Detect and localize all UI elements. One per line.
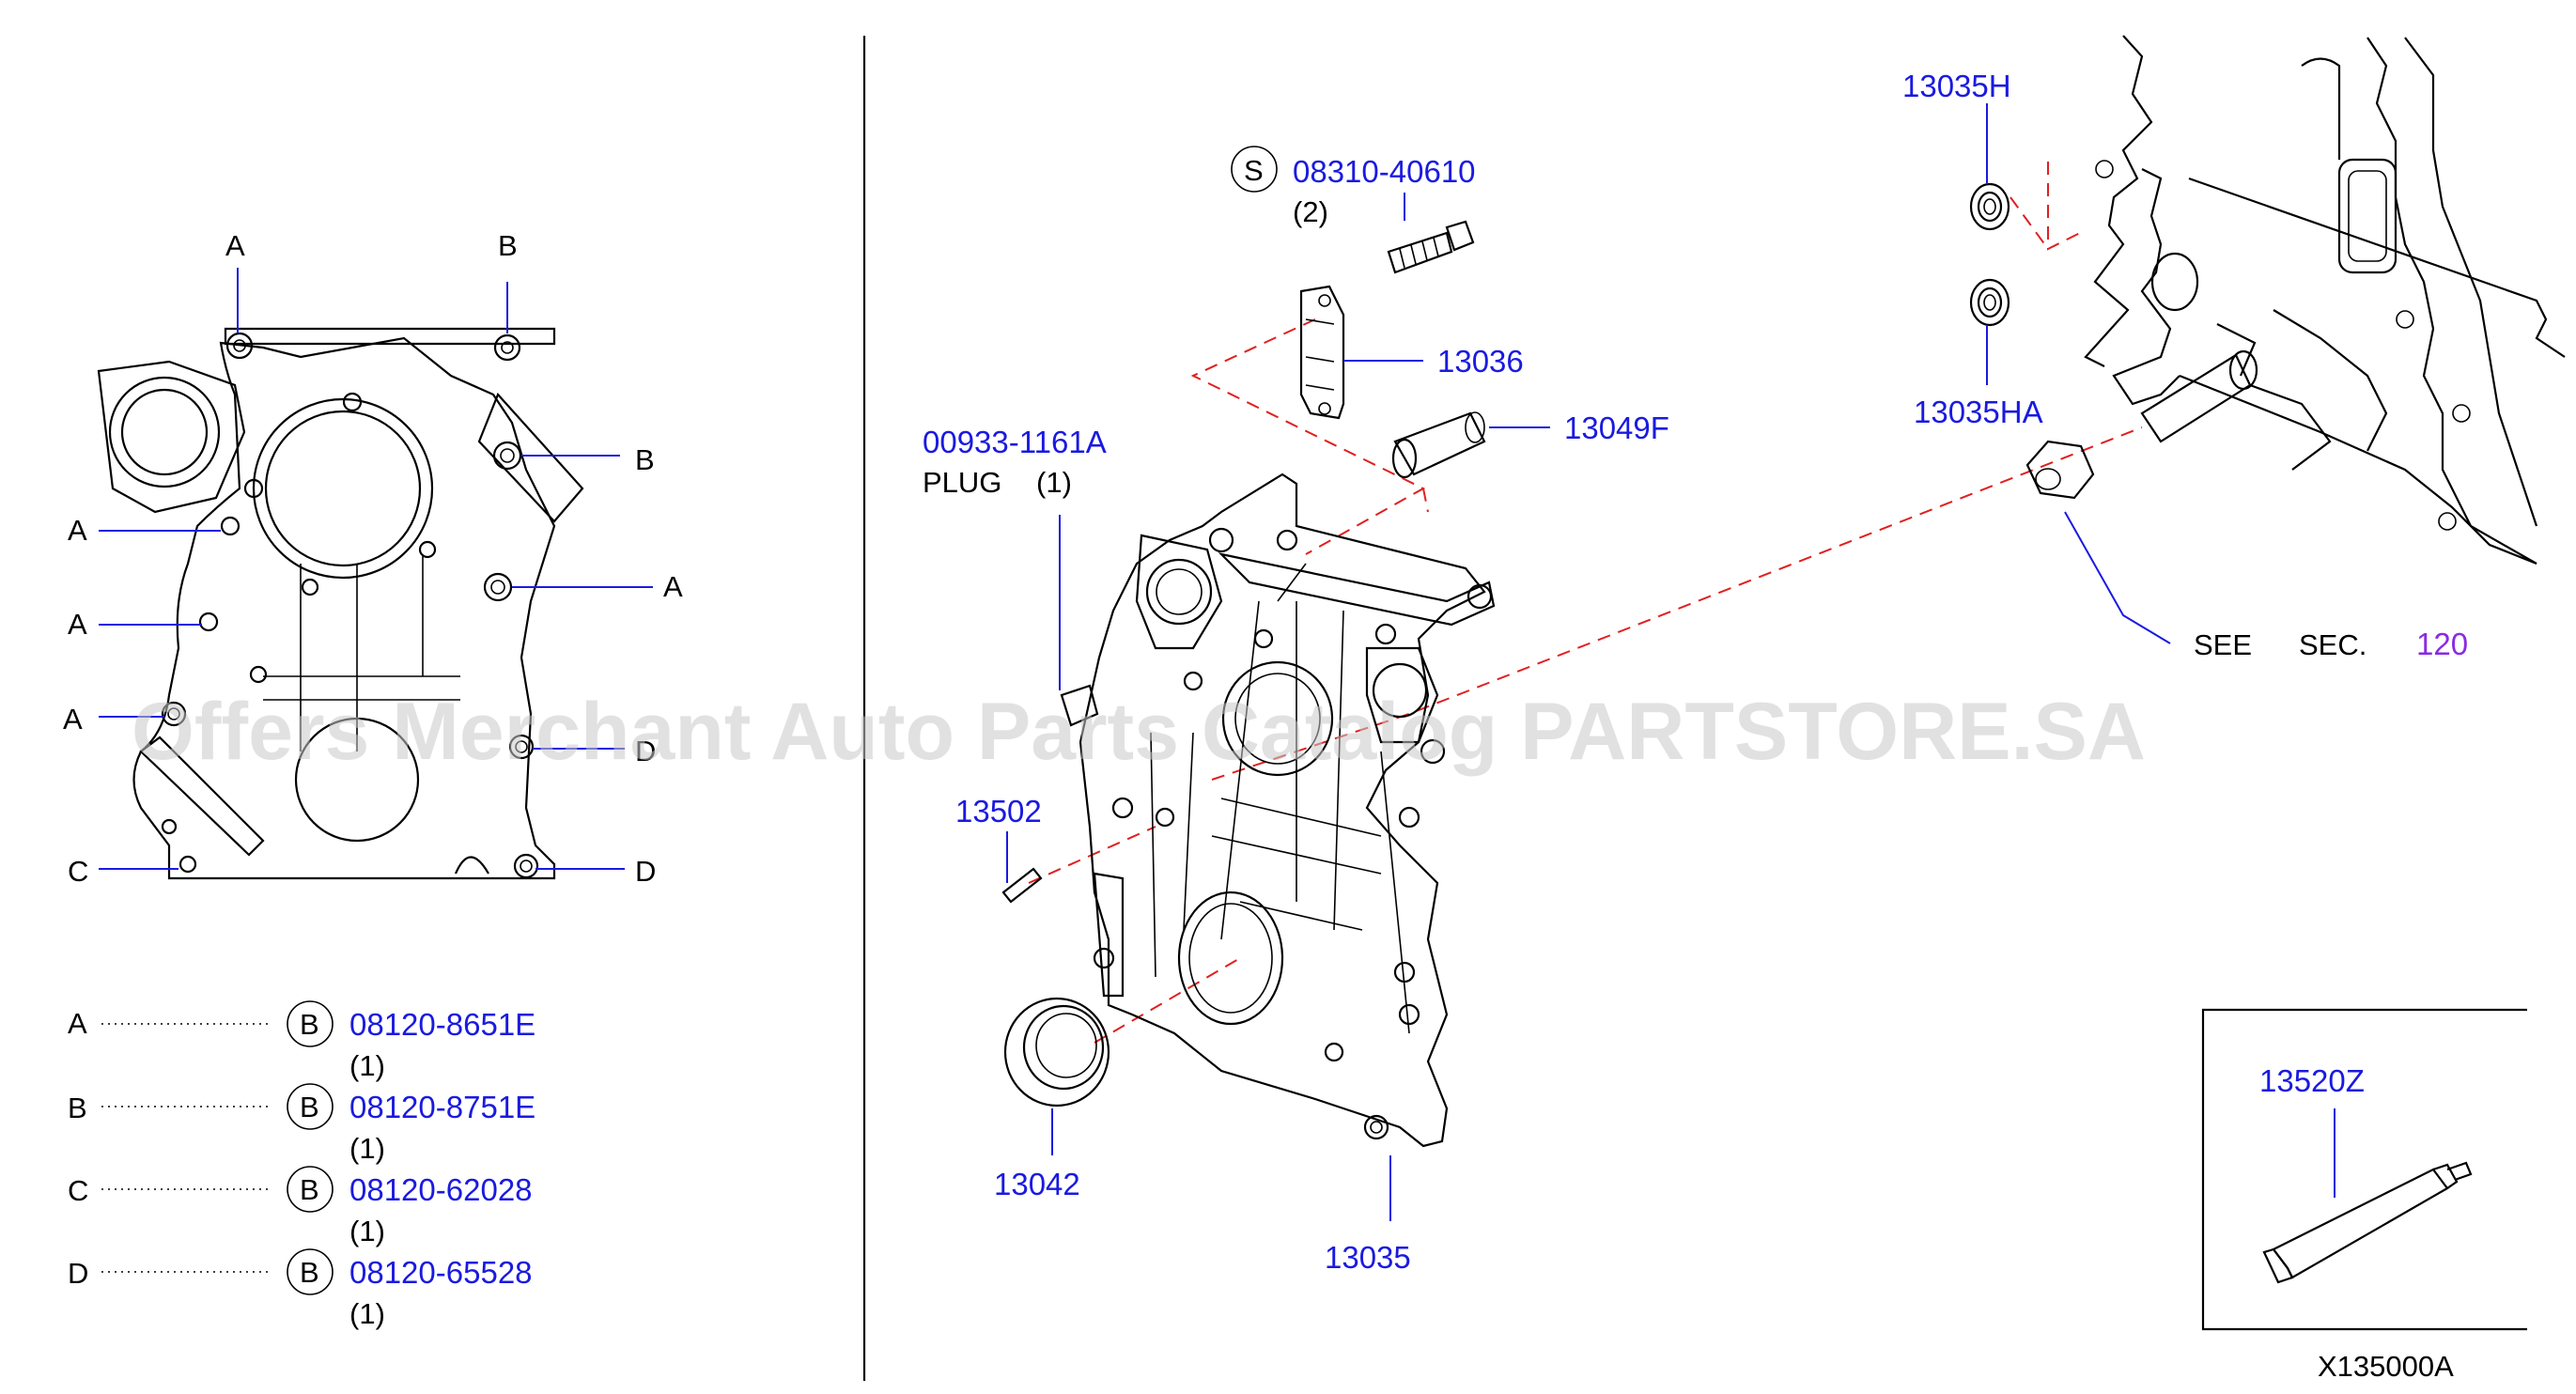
oil-seal-icon[interactable] [1003, 997, 1110, 1107]
callout-d-mid: D [635, 735, 656, 767]
callout-a-top: A [225, 229, 245, 262]
bracket-part-number[interactable]: 13036 [1437, 344, 1524, 379]
grommet-upper-part-number[interactable]: 13035H [1902, 69, 2011, 103]
front-cover-part-number[interactable]: 13035 [1325, 1240, 1411, 1275]
dowel-part-number[interactable]: 13049F [1564, 410, 1669, 445]
plug-icon[interactable] [1060, 684, 1099, 727]
nut-icon[interactable] [2025, 440, 2095, 500]
screw-qty: (2) [1293, 195, 1328, 228]
detail-callout-leaders [99, 268, 653, 870]
oil-seal-part-number[interactable]: 13042 [994, 1167, 1080, 1201]
bolt-symbol-icon [287, 1083, 334, 1130]
legend-qty: (1) [349, 1215, 385, 1247]
legend-part-number[interactable]: 08120-62028 [349, 1172, 533, 1207]
callout-a-left-1: A [68, 514, 87, 547]
sealant-tube-icon[interactable] [2262, 1161, 2473, 1284]
see-label: SEE [2194, 628, 2252, 661]
part-leaders [1006, 103, 2335, 1221]
legend-letter: D [68, 1257, 88, 1290]
bolt-symbol-icon [287, 1166, 334, 1213]
legend-part-number[interactable]: 08120-8651E [349, 1007, 535, 1042]
bolt-symbol-icon [287, 1000, 334, 1047]
sec-label: SEC. [2299, 628, 2367, 661]
callout-a-left-2: A [68, 608, 87, 641]
callout-d-bottom: D [635, 855, 656, 888]
plug-qty: (1) [1036, 466, 1072, 499]
legend-letter: C [68, 1174, 88, 1207]
legend-letter: B [68, 1092, 87, 1124]
grommet-lower-part-number[interactable]: 13035HA [1914, 395, 2043, 429]
grommet-lower-icon[interactable] [1969, 278, 2010, 327]
front-cover-13035[interactable] [1079, 472, 1496, 1148]
screw-symbol-icon [1231, 146, 1278, 193]
legend-qty: (1) [349, 1297, 385, 1330]
section-number-link[interactable]: 120 [2416, 627, 2468, 661]
callout-b-top: B [498, 229, 518, 262]
legend-qty: (1) [349, 1132, 385, 1165]
grommet-upper-icon[interactable] [1969, 182, 2010, 231]
legend-row-c: C B 08120-62028 (1) [68, 1166, 533, 1247]
callout-a-right: A [663, 570, 683, 603]
legend-letter: A [68, 1007, 87, 1040]
bolt-symbol-letter: B [300, 1091, 319, 1123]
legend-qty: (1) [349, 1049, 385, 1082]
dowel-sleeve-icon[interactable] [1391, 411, 1486, 479]
sealant-inset-box: 13520Z [2201, 1008, 2527, 1331]
screw-symbol-letter: S [1244, 154, 1264, 187]
plug-label: PLUG [923, 466, 1001, 499]
bolt-symbol-icon [287, 1248, 334, 1295]
legend-part-number[interactable]: 08120-65528 [349, 1255, 533, 1290]
bolt-symbol-letter: B [300, 1173, 319, 1206]
engine-block-section [2084, 35, 2566, 565]
bolt-symbol-letter: B [300, 1008, 319, 1041]
watermark-text: Offers Merchant Auto Parts Catalog PARTS… [132, 687, 2146, 777]
legend-row-b: B B 08120-8751E (1) [68, 1083, 535, 1165]
bolt-legend: A B 08120-8651E (1) B B 08120-8751E (1) … [68, 1000, 535, 1330]
bracket-icon[interactable] [1299, 285, 1345, 420]
pin-icon[interactable] [1001, 867, 1043, 904]
screw-icon[interactable] [1387, 220, 1475, 274]
legend-row-d: D B 08120-65528 (1) [68, 1248, 533, 1330]
figure-code: X135000A [2318, 1350, 2454, 1383]
screw-callout: S 08310-40610 (2) [1231, 146, 1476, 228]
screw-part-number[interactable]: 08310-40610 [1293, 154, 1476, 189]
plug-part-number[interactable]: 00933-1161A [923, 425, 1107, 459]
callout-b-right: B [635, 443, 655, 476]
legend-part-number[interactable]: 08120-8751E [349, 1090, 535, 1124]
callout-c-left: C [68, 855, 88, 888]
sealant-part-number[interactable]: 13520Z [2259, 1063, 2365, 1098]
detail-view-front-cover [97, 327, 584, 880]
callout-a-left-3: A [63, 703, 83, 736]
pin-part-number[interactable]: 13502 [955, 794, 1042, 829]
section-reference: SEE SEC. 120 [2194, 627, 2468, 661]
legend-row-a: A B 08120-8651E (1) [68, 1000, 535, 1082]
bolt-symbol-letter: B [300, 1256, 319, 1289]
